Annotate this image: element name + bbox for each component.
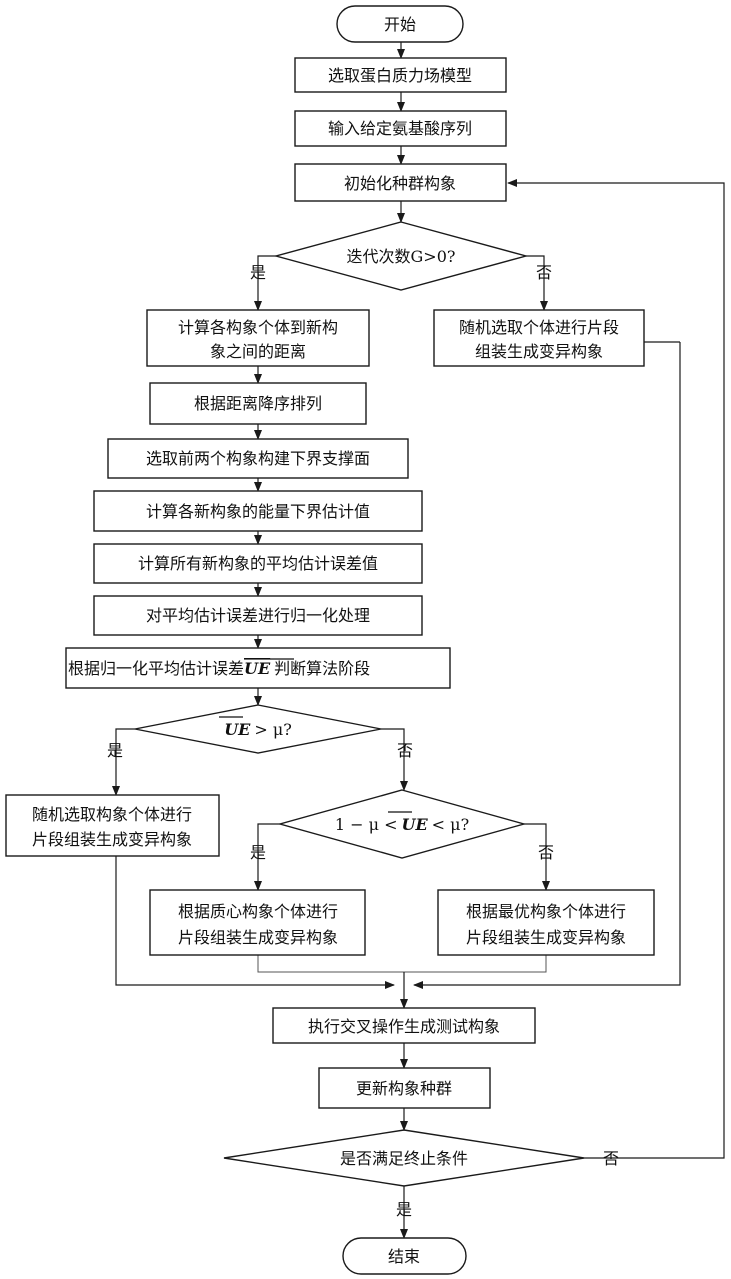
svg-text:片段组装生成变异构象: 片段组装生成变异构象 [178, 928, 338, 947]
input-seq-box: 输入给定氨基酸序列 [295, 111, 506, 146]
select-model-box: 选取蛋白质力场模型 [295, 58, 506, 92]
svg-text:随机选取构象个体进行: 随机选取构象个体进行 [32, 805, 192, 824]
estimate-energy-box: 计算各新构象的能量下界估计值 [94, 491, 422, 531]
svg-text:根据质心构象个体进行: 根据质心构象个体进行 [178, 902, 338, 921]
svg-text:选取蛋白质力场模型: 选取蛋白质力场模型 [328, 66, 472, 85]
calc-distance-box: 计算各构象个体到新构 象之间的距离 [147, 310, 369, 366]
start-terminal: 开始 [337, 6, 463, 42]
no-label: 否 [603, 1149, 619, 1168]
svg-text:片段组装生成变异构象: 片段组装生成变异构象 [32, 830, 192, 849]
mu-range-decision: 1 − μ <UE< μ? [280, 790, 524, 858]
judge-stage-box: 根据归一化平均估计误差UE判断算法阶段 [66, 648, 450, 688]
svg-text:根据最优构象个体进行: 根据最优构象个体进行 [466, 902, 626, 921]
centroid-box: 根据质心构象个体进行 片段组装生成变异构象 [150, 890, 365, 955]
crossover-box: 执行交叉操作生成测试构象 [273, 1008, 535, 1043]
termination-decision: 是否满足终止条件 [224, 1130, 584, 1186]
random-individual-box: 随机选取构象个体进行 片段组装生成变异构象 [6, 795, 219, 856]
yes-label: 是 [250, 263, 266, 282]
svg-text:象之间的距离: 象之间的距离 [210, 342, 306, 361]
avg-error-box: 计算所有新构象的平均估计误差值 [94, 544, 422, 583]
svg-text:对平均估计误差进行归一化处理: 对平均估计误差进行归一化处理 [146, 606, 370, 625]
end-terminal: 结束 [343, 1238, 466, 1274]
no-label: 否 [536, 263, 552, 282]
lower-bound-box: 选取前两个构象构建下界支撑面 [108, 439, 408, 478]
svg-text:片段组装生成变异构象: 片段组装生成变异构象 [466, 928, 626, 947]
random-fragment-box: 随机选取个体进行片段 组装生成变异构象 [434, 310, 644, 366]
svg-text:根据归一化平均估计误差UE判断算法阶段: 根据归一化平均估计误差UE判断算法阶段 [68, 659, 370, 678]
svg-text:开始: 开始 [384, 15, 416, 34]
svg-text:是否满足终止条件: 是否满足终止条件 [340, 1149, 468, 1168]
sort-desc-box: 根据距离降序排列 [150, 383, 366, 424]
svg-text:选取前两个构象构建下界支撑面: 选取前两个构象构建下界支撑面 [146, 449, 370, 468]
svg-text:更新构象种群: 更新构象种群 [356, 1079, 452, 1098]
svg-text:计算各构象个体到新构: 计算各构象个体到新构 [178, 318, 338, 337]
svg-text:根据距离降序排列: 根据距离降序排列 [194, 394, 322, 413]
update-population-box: 更新构象种群 [319, 1068, 490, 1108]
svg-text:随机选取个体进行片段: 随机选取个体进行片段 [459, 318, 619, 337]
svg-text:迭代次数G>0?: 迭代次数G>0? [347, 247, 456, 266]
iteration-decision: 迭代次数G>0? [276, 222, 526, 290]
svg-text:结束: 结束 [388, 1247, 420, 1266]
no-label: 否 [538, 843, 554, 862]
yes-label: 是 [396, 1200, 412, 1219]
svg-text:执行交叉操作生成测试构象: 执行交叉操作生成测试构象 [308, 1017, 500, 1036]
connectors [116, 42, 724, 1238]
svg-text:初始化种群构象: 初始化种群构象 [344, 174, 456, 193]
yes-label: 是 [107, 741, 123, 760]
svg-text:1 − μ <UE< μ?: 1 − μ <UE< μ? [335, 815, 469, 834]
svg-text:计算所有新构象的平均估计误差值: 计算所有新构象的平均估计误差值 [138, 554, 378, 573]
best-individual-box: 根据最优构象个体进行 片段组装生成变异构象 [438, 890, 654, 955]
svg-text:组装生成变异构象: 组装生成变异构象 [475, 342, 603, 361]
yes-label: 是 [250, 843, 266, 862]
svg-text:UE> μ?: UE> μ? [224, 720, 292, 739]
ue-mu-decision: UE> μ? [135, 705, 381, 753]
svg-text:输入给定氨基酸序列: 输入给定氨基酸序列 [328, 119, 472, 138]
init-pop-box: 初始化种群构象 [295, 164, 506, 201]
normalize-box: 对平均估计误差进行归一化处理 [94, 596, 422, 635]
no-label: 否 [397, 741, 413, 760]
svg-text:计算各新构象的能量下界估计值: 计算各新构象的能量下界估计值 [146, 502, 370, 521]
